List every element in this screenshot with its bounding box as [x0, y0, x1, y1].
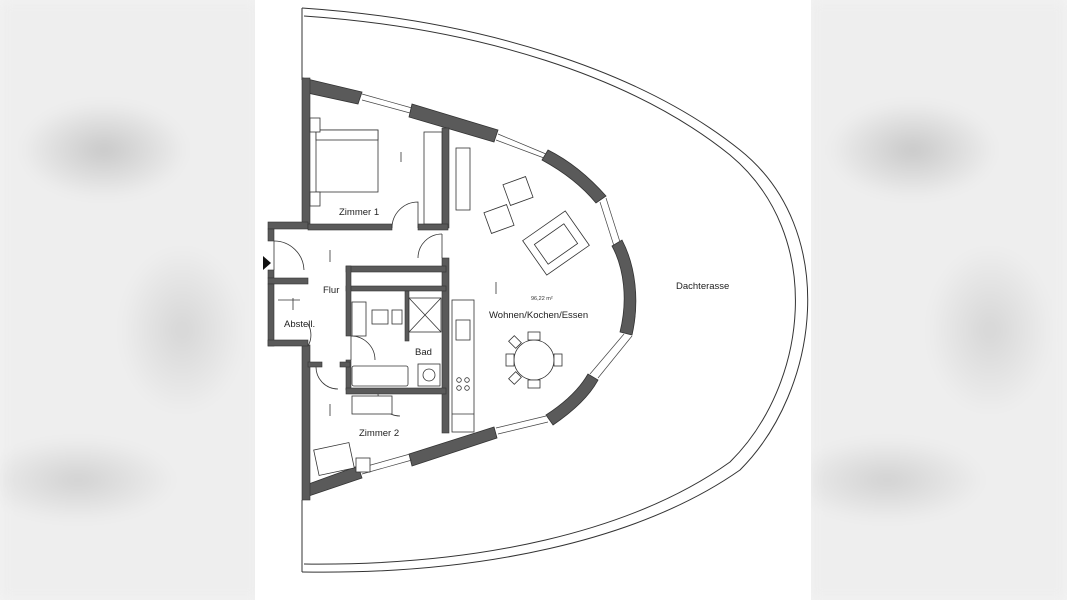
- terrace-railing: [301, 7, 809, 573]
- room-label-zimmer-1: Zimmer 1: [339, 207, 379, 218]
- blurred-background-right: [810, 0, 1067, 600]
- area-label-wohnen: 96,22 m²: [531, 296, 553, 302]
- room-label-zimmer-2: Zimmer 2: [359, 428, 399, 439]
- room-label-bad: Bad: [415, 347, 432, 358]
- room-label-flur: Flur: [323, 285, 339, 296]
- blurred-background-left: [0, 0, 260, 600]
- room-label-wohnen: Wohnen/Kochen/Essen: [489, 310, 588, 321]
- entrance-arrow-icon: [263, 256, 271, 270]
- room-label-dachterasse: Dachterasse: [676, 281, 729, 292]
- interior-walls: [267, 77, 450, 501]
- furniture-zimmer-1: [309, 117, 471, 225]
- direction-markers: [292, 152, 497, 416]
- furniture-wohnen: [451, 176, 590, 433]
- room-label-abstell: Abstell.: [284, 319, 315, 330]
- furniture-bad: [351, 297, 442, 387]
- furniture-zimmer-2: [278, 299, 393, 476]
